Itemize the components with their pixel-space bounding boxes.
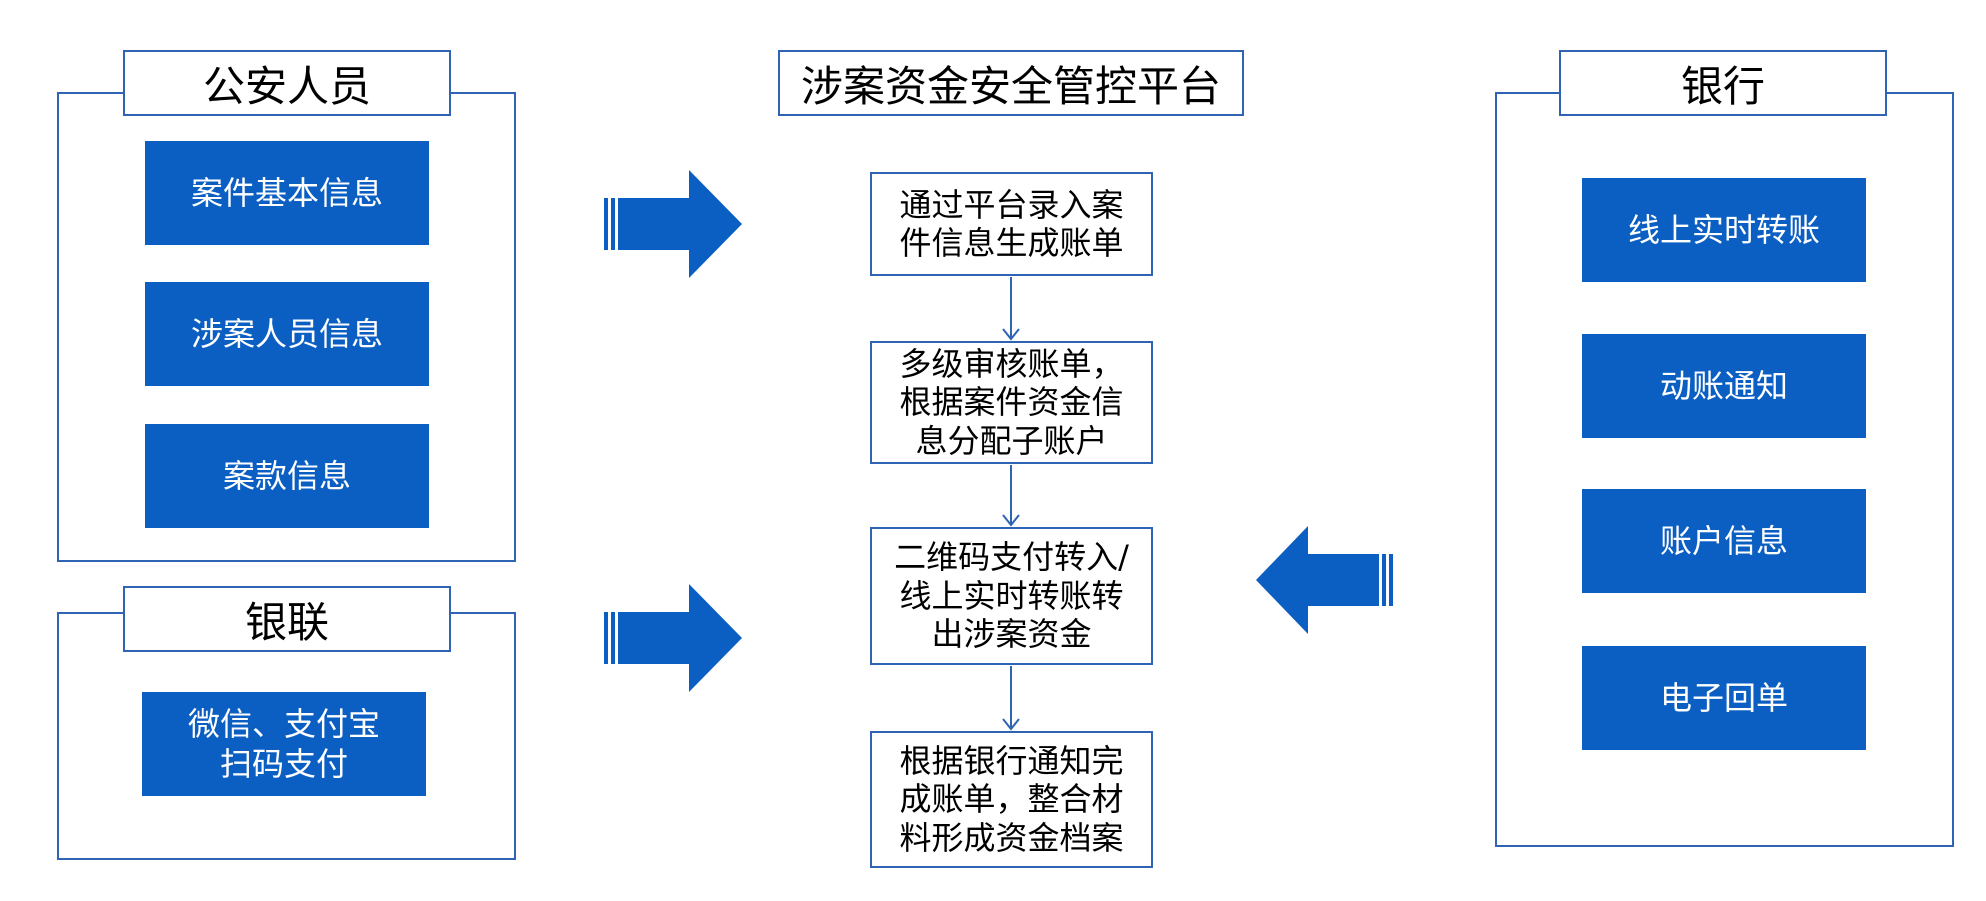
arrow-right-icon — [604, 584, 742, 692]
bank-item-account-notice: 动账通知 — [1582, 334, 1866, 438]
arrow-right-icon — [604, 170, 742, 278]
police-group-title: 公安人员 — [123, 50, 451, 116]
arrow-left-icon — [1256, 526, 1393, 634]
bank-item-account-info: 账户信息 — [1582, 489, 1866, 593]
unionpay-group-title: 银联 — [123, 586, 451, 652]
bank-item-realtime-transfer: 线上实时转账 — [1582, 178, 1866, 282]
unionpay-item-qr-payment: 微信、支付宝 扫码支付 — [142, 692, 426, 796]
platform-step-4: 根据银行通知完 成账单，整合材 料形成资金档案 — [870, 731, 1153, 868]
bank-group-title: 银行 — [1559, 50, 1887, 116]
platform-step-2: 多级审核账单， 根据案件资金信 息分配子账户 — [870, 341, 1153, 464]
police-item-case-info: 案件基本信息 — [145, 141, 429, 245]
flow-arrow-down-icon — [1002, 465, 1020, 527]
bank-item-e-receipt: 电子回单 — [1582, 646, 1866, 750]
flow-arrow-down-icon — [1002, 277, 1020, 341]
platform-title: 涉案资金安全管控平台 — [778, 50, 1244, 116]
platform-step-3: 二维码支付转入/ 线上实时转账转 出涉案资金 — [870, 527, 1153, 665]
flow-arrow-down-icon — [1002, 666, 1020, 731]
platform-step-1: 通过平台录入案 件信息生成账单 — [870, 172, 1153, 276]
police-item-suspect-info: 涉案人员信息 — [145, 282, 429, 386]
police-item-funds-info: 案款信息 — [145, 424, 429, 528]
